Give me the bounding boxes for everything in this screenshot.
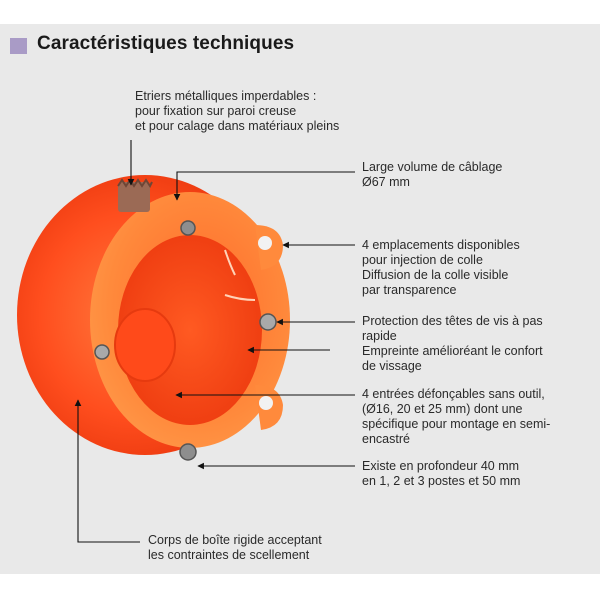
annotation-vis: Protection des têtes de vis à pas rapide… [362,314,543,374]
annotation-line: Empreinte amélioré​ant le confort [362,344,543,358]
annotation-line: pour fixation sur paroi creuse [135,104,297,118]
annotation-entrees: 4 entrées défonçables sans outil, (Ø16, … [362,387,550,447]
annotation-line: pour injection de colle [362,253,483,267]
annotation-line: encastré [362,432,410,446]
annotation-line: rapide [362,329,397,343]
annotation-line: de vissage [362,359,422,373]
annotation-line: par transparence [362,283,457,297]
annotation-etriers: Etriers métalliques imperdables : pour f… [135,89,339,134]
annotation-profondeur: Existe en profondeur 40 mm en 1, 2 et 3 … [362,459,520,489]
annotation-line: (Ø16, 20 et 25 mm) dont une [362,402,523,416]
annotation-line: spécifique pour montage en semi- [362,417,551,431]
annotation-line: 4 emplacements disponibles [362,238,520,252]
electrical-box-illustration [17,175,290,461]
annotation-volume: Large volume de câblage Ø67 mm [362,160,502,190]
annotation-corps: Corps de boîte rigide acceptant les cont… [148,533,322,563]
leader-volume [173,171,355,201]
leader-lines [74,140,355,543]
annotation-line: Etriers métalliques imperdables : [135,89,317,103]
page-title: Caractéristiques techniques [37,33,295,54]
annotation-colle: 4 emplacements disponibles pour injectio… [362,238,520,298]
title-marker [10,38,27,54]
annotation-line: 4 entrées défonçables sans outil, [362,387,545,401]
annotation-line: Corps de boîte rigide acceptant [148,533,322,547]
annotation-line: les contraintes de scellement [148,548,310,562]
annotation-line: Ø67 mm [362,175,410,189]
annotation-line: Protection des têtes de vis à pas [362,314,543,328]
annotation-line: Existe en profondeur 40 mm [362,459,520,473]
annotation-line: et pour calage dans matériaux pleins [135,119,340,133]
annotation-line: en 1, 2 et 3 postes et 50 mm [362,474,521,488]
leader-corps [74,399,140,543]
annotation-line: Diffusion de la colle visible [362,268,509,282]
annotation-line: Large volume de câblage [362,160,503,174]
